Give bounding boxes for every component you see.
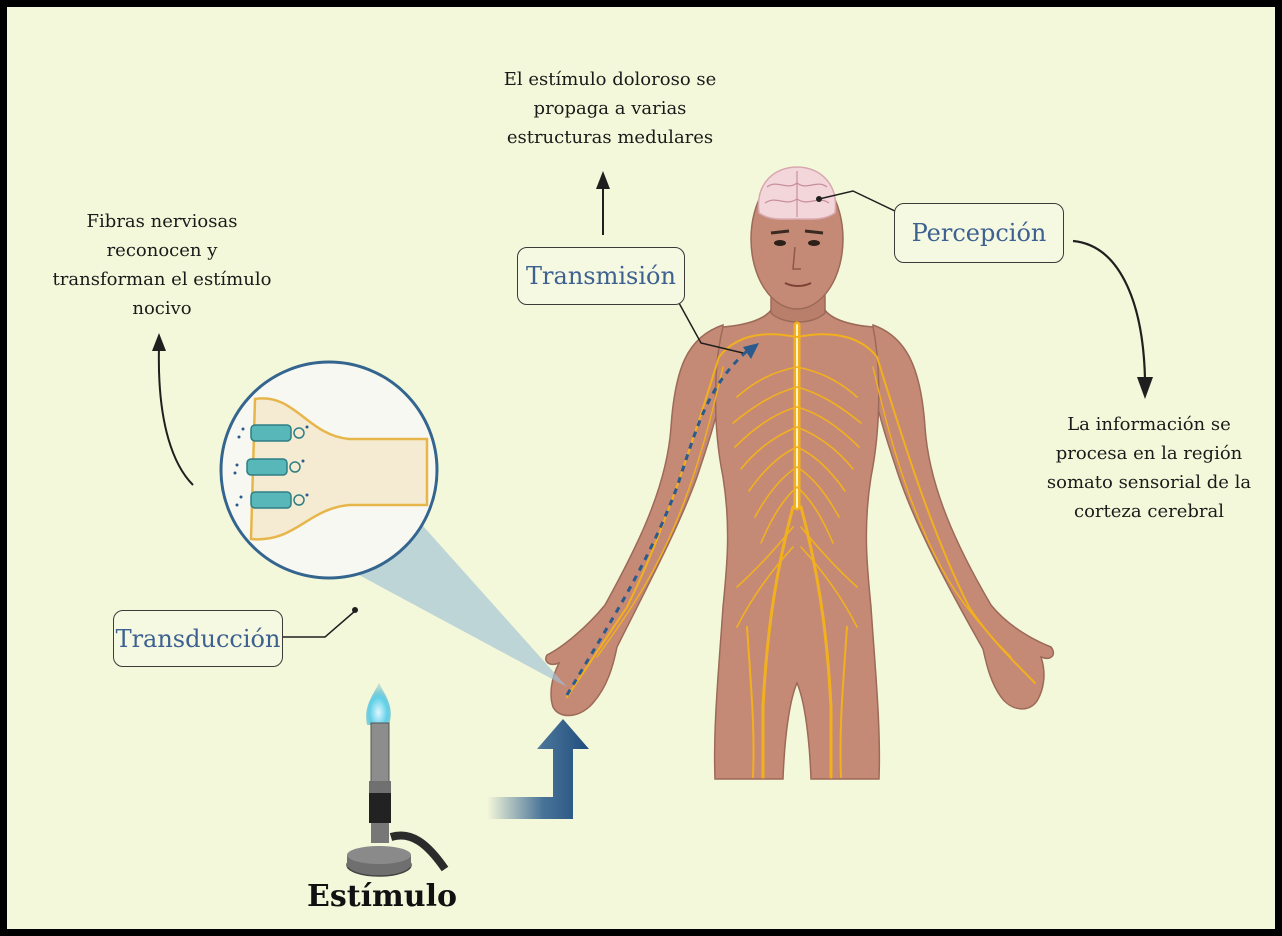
note-transmision: El estímulo doloroso se propaga a varias… — [475, 65, 745, 152]
label-percepcion: Percepción — [894, 203, 1064, 263]
arrow-transduccion-note — [159, 347, 193, 485]
arrowhead-transduccion-note — [152, 333, 166, 351]
brain-icon — [758, 167, 835, 219]
note-transduccion-line: transforman el estímulo — [47, 265, 277, 294]
note-percepcion: La información se procesa en la región s… — [1025, 410, 1273, 526]
connector-transduccion — [279, 611, 355, 637]
label-transmision: Transmisión — [517, 247, 685, 305]
left-arm — [546, 325, 723, 716]
stimulus-arrow — [487, 719, 589, 819]
note-transduccion-line: Fibras nerviosas — [47, 207, 277, 236]
note-transduccion-line: nocivo — [47, 294, 277, 323]
receptor-magnifier — [221, 362, 437, 578]
note-transmision-line: estructuras medulares — [475, 123, 745, 152]
note-percepcion-line: procesa en la región — [1025, 439, 1273, 468]
label-transduccion: Transducción — [113, 610, 283, 667]
bunsen-burner-icon — [347, 683, 445, 876]
note-transmision-line: El estímulo doloroso se — [475, 65, 745, 94]
note-transduccion-line: reconocen y — [47, 236, 277, 265]
arrow-percepcion-note — [1073, 241, 1145, 379]
note-transmision-line: propaga a varias — [475, 94, 745, 123]
arrowhead-percepcion-note — [1137, 377, 1153, 399]
connector-dot-percepcion — [816, 196, 822, 202]
note-percepcion-line: La información se — [1025, 410, 1273, 439]
note-percepcion-line: somato sensorial de la — [1025, 468, 1273, 497]
arrowhead-transmision-note — [596, 171, 610, 189]
connector-dot-transduccion — [352, 607, 358, 613]
label-estimulo: Estímulo — [297, 879, 467, 914]
note-percepcion-line: corteza cerebral — [1025, 497, 1273, 526]
note-transduccion: Fibras nerviosas reconocen y transforman… — [47, 207, 277, 323]
